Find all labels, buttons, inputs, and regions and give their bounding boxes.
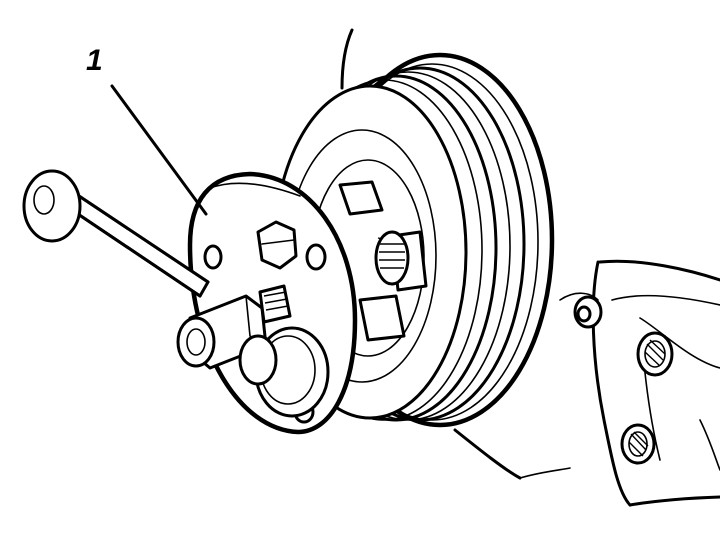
block-bolt-2 <box>636 331 674 377</box>
puller-jaws <box>338 180 428 342</box>
plate-hole-left <box>203 244 223 270</box>
shaft-line-top <box>340 28 354 90</box>
block-bolt-3 <box>620 423 656 465</box>
block-bolt-1 <box>573 295 603 329</box>
puller-handle <box>22 169 210 298</box>
locking-knob <box>238 326 330 418</box>
handle-knob <box>22 169 82 243</box>
callout-leader-line <box>110 84 208 216</box>
center-hex-bolt <box>256 220 298 270</box>
center-threaded-spindle <box>374 230 410 286</box>
engine-block <box>453 259 720 507</box>
plate-hole-right <box>305 243 327 271</box>
callout-label-1: 1 <box>86 44 103 77</box>
